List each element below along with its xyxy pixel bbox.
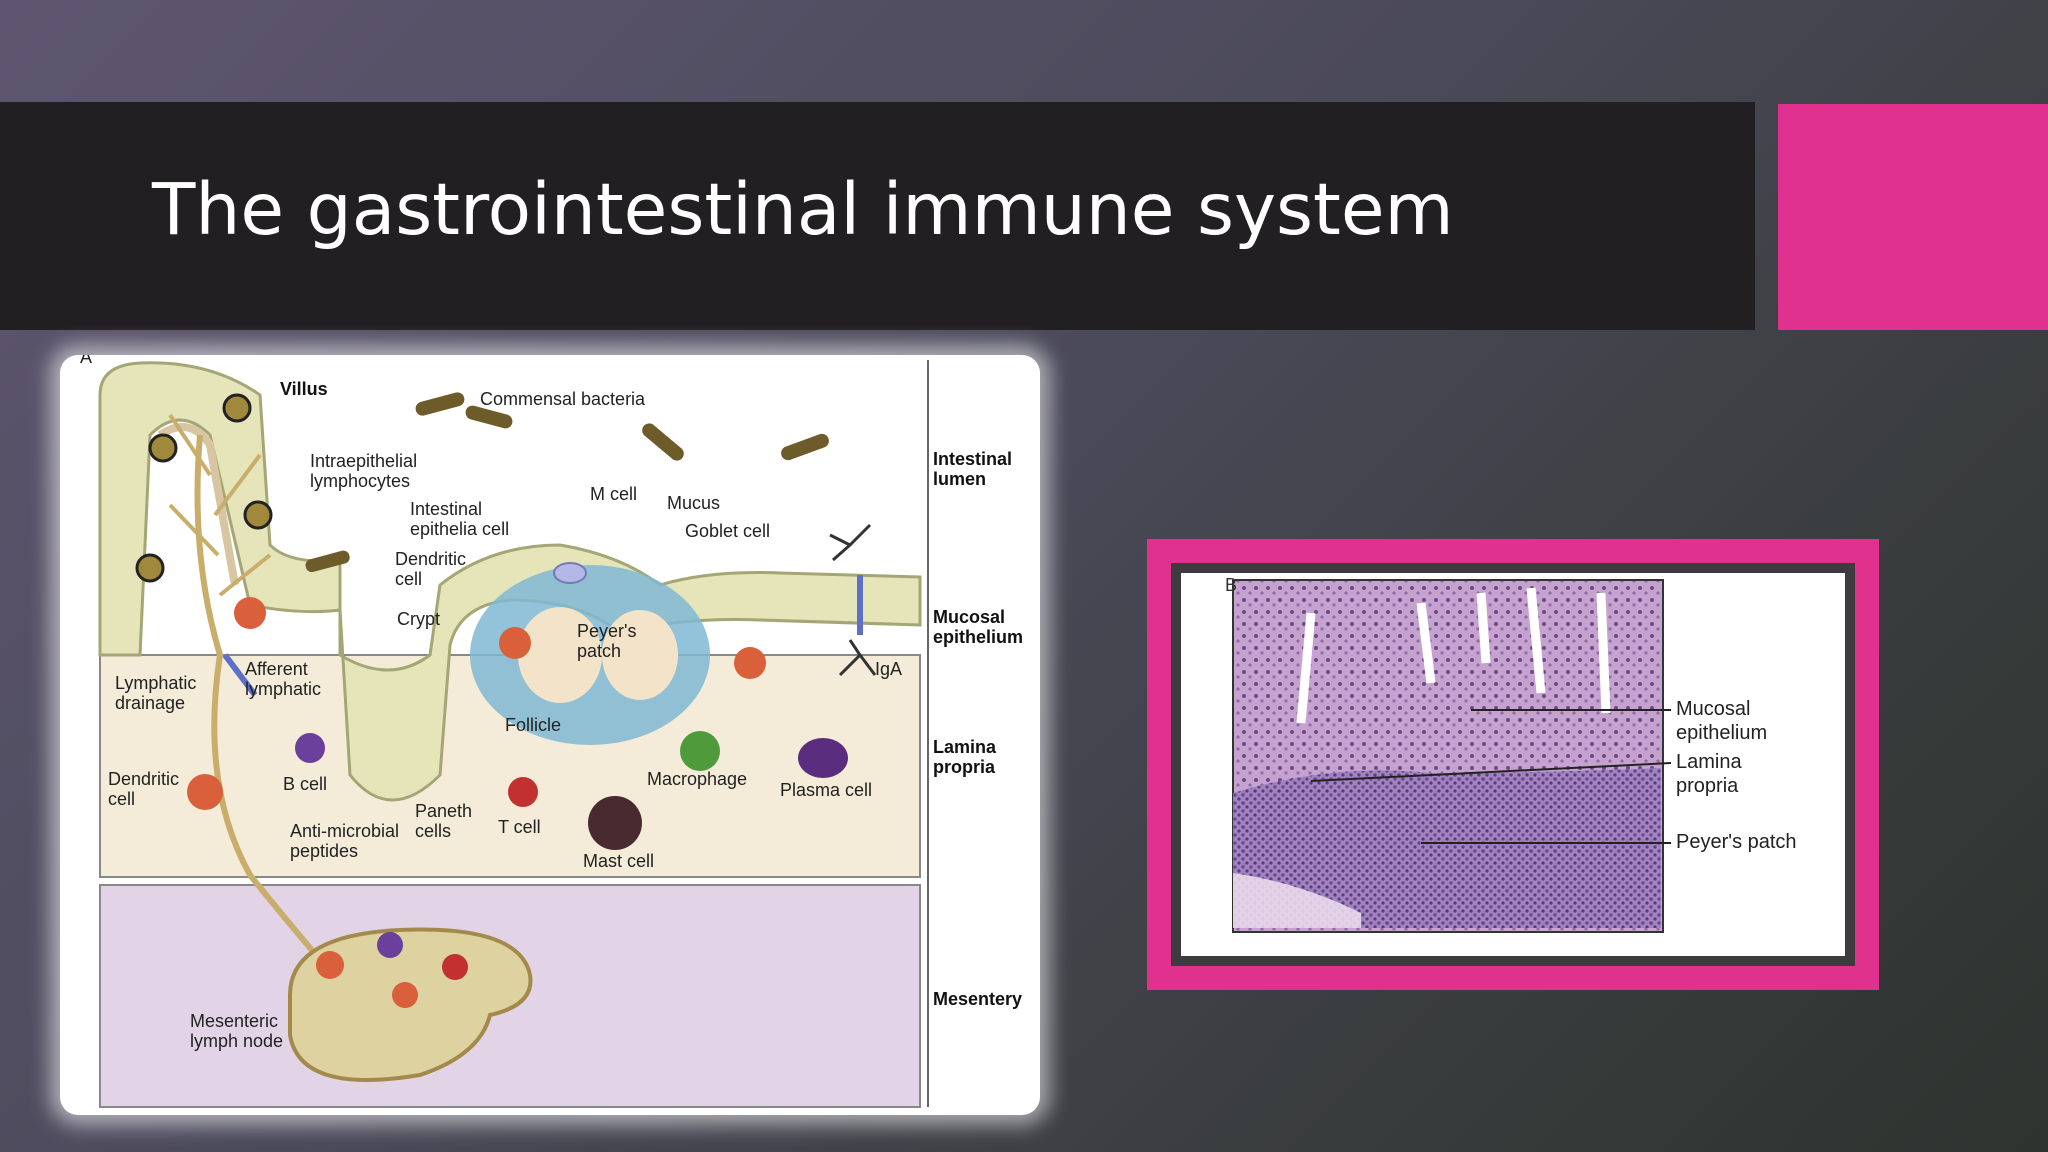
label-plasma-cell: Plasma cell bbox=[780, 780, 872, 800]
label-commensal-bacteria: Commensal bacteria bbox=[480, 389, 646, 409]
label-paneth-2: cells bbox=[415, 821, 451, 841]
lymphatic-arrow bbox=[222, 653, 258, 697]
label-villus: Villus bbox=[280, 379, 328, 399]
label-intestinal-epi-2: epithelia cell bbox=[410, 519, 509, 539]
figure-a-diagram: A Villus Commensal bacteria Intraepithel… bbox=[60, 355, 1040, 1115]
intraepithelial-cell-1 bbox=[222, 393, 252, 423]
iga-molecule-top bbox=[829, 523, 872, 562]
b-cell-shape bbox=[295, 733, 325, 763]
region-mesentery: Mesentery bbox=[933, 989, 1022, 1009]
lymph-node-t-cell bbox=[442, 954, 468, 980]
label-peyers-1: Peyer's bbox=[577, 621, 636, 641]
villus-branches bbox=[168, 413, 272, 597]
label-mesenteric-1: Mesenteric bbox=[190, 1011, 278, 1031]
intraepithelial-cell-4 bbox=[135, 553, 165, 583]
label-b-mucosal-2: epithelium bbox=[1676, 722, 1767, 744]
figure-b-micrograph: B Mucosal epithelium Lamina propria Peye… bbox=[1181, 573, 1845, 956]
bacterium-5 bbox=[305, 550, 350, 573]
lymph-node-b-cell bbox=[377, 932, 403, 958]
label-mast-cell: Mast cell bbox=[583, 851, 654, 871]
iga-molecule-bottom bbox=[838, 639, 877, 677]
title-bar bbox=[0, 102, 1755, 330]
panel-letter-a: A bbox=[80, 355, 92, 367]
label-intestinal-epi-1: Intestinal bbox=[410, 499, 482, 519]
bacterium-4 bbox=[781, 433, 829, 461]
label-b-mucosal-1: Mucosal bbox=[1676, 698, 1750, 720]
pointer-lamina bbox=[1310, 762, 1672, 782]
micrograph-peyers-patch bbox=[1233, 768, 1661, 928]
label-mesenteric-2: lymph node bbox=[190, 1031, 283, 1051]
label-b-cell: B cell bbox=[283, 774, 327, 794]
region-mucosal-2: epithelium bbox=[933, 627, 1023, 647]
label-intraepithelial-1: Intraepithelial bbox=[310, 451, 417, 471]
plasma-cell-shape bbox=[798, 738, 848, 778]
mast-cell-shape bbox=[588, 796, 642, 850]
region-lumen-1: Intestinal bbox=[933, 449, 1012, 469]
panel-letter-b: B bbox=[1225, 575, 1237, 595]
follicle-2 bbox=[602, 610, 678, 700]
micrograph-lower-tissue bbox=[1233, 873, 1361, 928]
label-peyers-2: patch bbox=[577, 641, 621, 661]
figure-b-border: B Mucosal epithelium Lamina propria Peye… bbox=[1171, 563, 1855, 966]
figure-a-svg: A Villus Commensal bacteria Intraepithel… bbox=[80, 355, 1023, 1108]
label-crypt: Crypt bbox=[397, 609, 440, 629]
label-b-peyers: Peyer's patch bbox=[1676, 831, 1797, 853]
follicle-1 bbox=[518, 607, 602, 703]
macrophage-shape bbox=[680, 731, 720, 771]
label-dendritic-left-1: Dendritic bbox=[108, 769, 179, 789]
epithelium-surface bbox=[98, 361, 922, 802]
villus-core bbox=[157, 423, 239, 586]
dendritic-cell-dome bbox=[499, 627, 531, 659]
lymph-node-dendritic-2 bbox=[392, 982, 418, 1008]
lymphatic-vessel bbox=[194, 434, 353, 997]
label-lymphatic-1: Lymphatic bbox=[115, 673, 196, 693]
accent-block bbox=[1778, 104, 2048, 330]
label-m-cell: M cell bbox=[590, 484, 637, 504]
micrograph-villi-gaps bbox=[1296, 587, 1611, 724]
lymph-node-dendritic bbox=[316, 951, 344, 979]
label-dendritic-top-2: cell bbox=[395, 569, 422, 589]
region-lamina-1: Lamina bbox=[933, 737, 997, 757]
label-antimicrobial-2: peptides bbox=[290, 841, 358, 861]
t-cell-shape bbox=[508, 777, 538, 807]
label-b-lamina-1: Lamina bbox=[1676, 751, 1742, 773]
label-t-cell: T cell bbox=[498, 817, 541, 837]
label-afferent-2: lymphatic bbox=[245, 679, 321, 699]
label-intraepithelial-2: lymphocytes bbox=[310, 471, 410, 491]
label-paneth-1: Paneth bbox=[415, 801, 472, 821]
label-mucus: Mucus bbox=[667, 493, 720, 513]
label-dendritic-left-2: cell bbox=[108, 789, 135, 809]
label-lymphatic-2: drainage bbox=[115, 693, 185, 713]
dendritic-cell-right bbox=[734, 647, 766, 679]
slide-title: The gastrointestinal immune system bbox=[152, 168, 1454, 251]
figure-b-frame: B Mucosal epithelium Lamina propria Peye… bbox=[1147, 539, 1879, 990]
dendritic-cell-villus bbox=[234, 597, 266, 629]
label-dendritic-top-1: Dendritic bbox=[395, 549, 466, 569]
m-cell-shape bbox=[553, 562, 587, 584]
label-afferent-1: Afferent bbox=[245, 659, 308, 679]
bacterium-2 bbox=[465, 405, 513, 429]
intraepithelial-cell-2 bbox=[148, 433, 178, 463]
label-antimicrobial-1: Anti-microbial bbox=[290, 821, 399, 841]
intraepithelial-cell-3 bbox=[243, 500, 273, 530]
bacterium-1 bbox=[415, 392, 465, 416]
region-lumen-2: lumen bbox=[933, 469, 986, 489]
label-macrophage: Macrophage bbox=[647, 769, 747, 789]
dendritic-cell-lamina bbox=[187, 774, 223, 810]
region-mucosal-1: Mucosal bbox=[933, 607, 1005, 627]
region-lamina-2: propria bbox=[933, 757, 996, 777]
label-iga: IgA bbox=[875, 659, 902, 679]
label-follicle: Follicle bbox=[505, 715, 561, 735]
figure-b-svg: B Mucosal epithelium Lamina propria Peye… bbox=[1225, 575, 1797, 933]
bacterium-3 bbox=[642, 423, 684, 461]
label-b-lamina-2: propria bbox=[1676, 775, 1739, 797]
label-goblet-cell: Goblet cell bbox=[685, 521, 770, 541]
